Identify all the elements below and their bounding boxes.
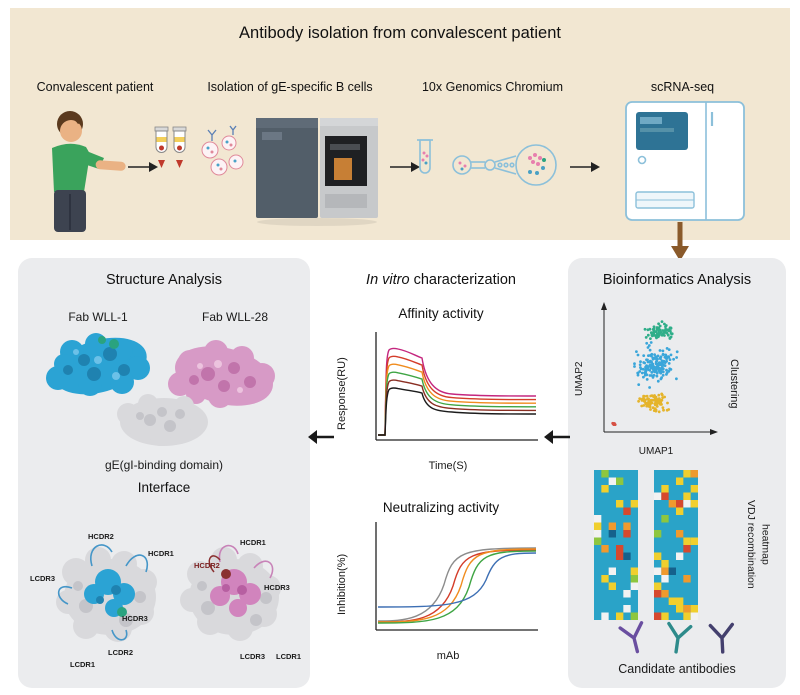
invitro-title-italic: In vitro: [366, 272, 410, 288]
affinity-ylabel: Response(RU): [336, 357, 348, 431]
umap-xlabel: UMAP1: [638, 446, 674, 457]
workflow-arrow-icon: [570, 162, 600, 172]
step-label-bcell-isolation: Isolation of gE-specific B cells: [207, 80, 373, 94]
down-arrow-icon: [671, 222, 689, 261]
workflow-arrow-icon: [390, 162, 420, 172]
structure-analysis-panel: Structure Analysis Fab WLL-1 Fab WLL-28: [18, 258, 310, 688]
step-label-10x-chromium: 10x Genomics Chromium: [421, 80, 563, 94]
candidate-antibody-icons: [598, 618, 758, 658]
fab-wll28-label: Fab WLL-28: [201, 310, 269, 324]
umap-dots: [611, 320, 679, 426]
umap-ylabel: UMAP2: [574, 361, 585, 397]
panel-arrow-icon: [544, 430, 570, 444]
cdr-label: HCDR1: [148, 549, 174, 558]
step-label-convalescent-patient: Convalescent patient: [36, 80, 154, 94]
bcr-antibody-marks: [207, 125, 237, 141]
b-cells: [201, 135, 244, 176]
invitro-title-rest: characterization: [409, 272, 516, 288]
affinity-xlabel: Time(S): [428, 460, 468, 472]
cdr-label: LCDR2: [108, 648, 134, 657]
candidate-antibodies-label: Candidate antibodies: [618, 662, 736, 676]
neutralizing-title: Neutralizing activity: [382, 500, 500, 515]
vdj-heatmap-1: [594, 470, 638, 620]
cdr-label: LCDR3: [240, 652, 266, 661]
bioinformatics-panel-title: Bioinformatics Analysis: [602, 272, 752, 288]
isolation-workflow-panel: Antibody isolation from convalescent pat…: [10, 8, 790, 240]
invitro-panel: In vitro characterization Affinity activ…: [330, 258, 552, 688]
neutralizing-xlabel: mAb: [436, 650, 460, 662]
neutralizing-plot: [375, 522, 538, 631]
vdj-heatmap-label: VDJ recombination heatmap: [745, 499, 772, 589]
cdr-label: HCDR1: [240, 538, 266, 547]
ge-antigen-structure: [117, 394, 208, 446]
bcell-isolation-icon: [154, 125, 244, 176]
antibody-icon: [618, 621, 644, 654]
bioinformatics-panel: Bioinformatics Analysis UMAP2 UMAP1 Clus…: [568, 258, 786, 688]
workflow-arrow-icon: [128, 162, 158, 172]
antibody-icon: [708, 622, 735, 654]
cdr-label: HCDR3: [264, 583, 290, 592]
antibody-icon: [667, 621, 693, 654]
interface-structures: [56, 544, 281, 642]
cdr-label: LCDR1: [276, 652, 302, 661]
spr-curves: [378, 347, 537, 436]
fab-wll1-structure: [46, 333, 150, 396]
fab-complex-structure: [46, 333, 275, 446]
sequencer-icon: [625, 101, 745, 221]
wll28-interface-structure: [180, 544, 281, 641]
structure-panel-title: Structure Analysis: [105, 272, 223, 288]
fab-wll28-structure: [168, 340, 275, 408]
invitro-panel-title: In vitro characterization: [330, 272, 552, 288]
cdr-label: LCDR1: [70, 660, 96, 669]
vdj-heatmap-2: [654, 470, 698, 620]
step-label-scrna-seq: scRNA-seq: [650, 80, 715, 94]
ge-antigen-label: gE(gI-binding domain): [104, 458, 224, 472]
chromium-chip-icon: [417, 139, 557, 186]
neutralization-curves: [377, 547, 537, 624]
cdr-label: LCDR3: [30, 574, 56, 583]
clustering-label: Clustering: [728, 359, 740, 409]
interface-title: Interface: [137, 480, 191, 495]
cdr-label: HCDR3: [122, 614, 148, 623]
affinity-plot: [375, 332, 538, 441]
panel-arrow-icon: [308, 430, 334, 444]
wll1-interface-structure: [56, 544, 157, 642]
flow-cytometer-icon: [256, 118, 378, 226]
top-panel-title: Antibody isolation from convalescent pat…: [239, 24, 561, 42]
affinity-title: Affinity activity: [398, 306, 484, 321]
cdr-label: HCDR2: [194, 561, 220, 570]
cdr-label: HCDR2: [88, 532, 114, 541]
fab-wll1-label: Fab WLL-1: [68, 310, 128, 324]
patient-icon: [52, 111, 126, 232]
umap-plot: [601, 302, 718, 435]
neutralizing-ylabel: Inhibition(%): [336, 553, 348, 615]
